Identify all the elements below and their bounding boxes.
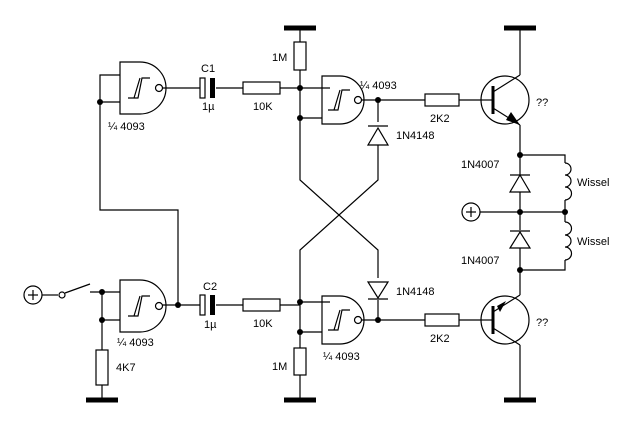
plus-supply-symbol-center: [461, 202, 481, 222]
coil-top: [564, 162, 573, 201]
plus-supply-symbol-left: [23, 285, 43, 305]
label-diode-1n4148-bottom: 1N4148: [396, 286, 435, 298]
label-r-10k-top: 10K: [253, 101, 273, 113]
nand-gate-bottom-right: [321, 295, 365, 345]
label-transistor-bottom: ??: [536, 317, 548, 329]
resistor-10k-top: [242, 81, 281, 95]
coil-bottom: [564, 221, 573, 261]
label-c2-value: 1µ: [204, 319, 217, 331]
label-diode-1n4007-top: 1N4007: [461, 159, 500, 171]
label-r-1m-bottom: 1M: [272, 361, 287, 373]
transistor-bottom: [480, 294, 530, 346]
label-c1-value: 1µ: [202, 101, 215, 113]
junction-dots: [97, 85, 568, 335]
resistor-1m-bottom: [293, 347, 307, 376]
switch: [58, 283, 91, 299]
resistor-1m-top: [293, 41, 307, 71]
wires: [42, 25, 566, 403]
label-r-1m-top: 1M: [272, 52, 287, 64]
nand-gate-top-left: [119, 61, 167, 115]
label-gate-top-right: ¼ 4093: [360, 80, 397, 92]
capacitor-c2: [199, 294, 215, 316]
label-r-10k-bottom: 10K: [253, 318, 273, 330]
label-transistor-top: ??: [536, 97, 548, 109]
label-r-2k2-bottom: 2K2: [430, 333, 450, 345]
diode-1n4148-bottom: [366, 281, 390, 300]
diode-1n4148-top: [366, 125, 390, 146]
label-c2: C2: [203, 281, 217, 293]
label-coil-bottom: Wissel: [577, 236, 609, 248]
nand-gate-top-right: [321, 75, 365, 125]
capacitor-c1: [199, 77, 215, 99]
label-diode-1n4007-bottom: 1N4007: [461, 255, 500, 267]
label-r-4k7: 4K7: [116, 362, 136, 374]
diode-1n4007-bottom: [508, 230, 532, 249]
resistor-2k2-top: [424, 93, 460, 107]
label-gate-bottom-right: ¼ 4093: [323, 351, 360, 363]
diode-1n4007-top: [508, 173, 532, 193]
resistor-2k2-bottom: [424, 313, 460, 327]
resistor-4k7: [95, 349, 109, 386]
resistor-10k-bottom: [242, 298, 281, 312]
transistor-top: [480, 74, 530, 126]
label-diode-1n4148-top: 1N4148: [396, 130, 435, 142]
label-gate-bottom-left: ¼ 4093: [117, 337, 154, 349]
label-coil-top: Wissel: [577, 177, 609, 189]
label-r-2k2-top: 2K2: [430, 113, 450, 125]
nand-gate-bottom-left: [119, 279, 167, 333]
label-c1: C1: [201, 63, 215, 75]
label-gate-top-left: ¼ 4093: [108, 121, 145, 133]
